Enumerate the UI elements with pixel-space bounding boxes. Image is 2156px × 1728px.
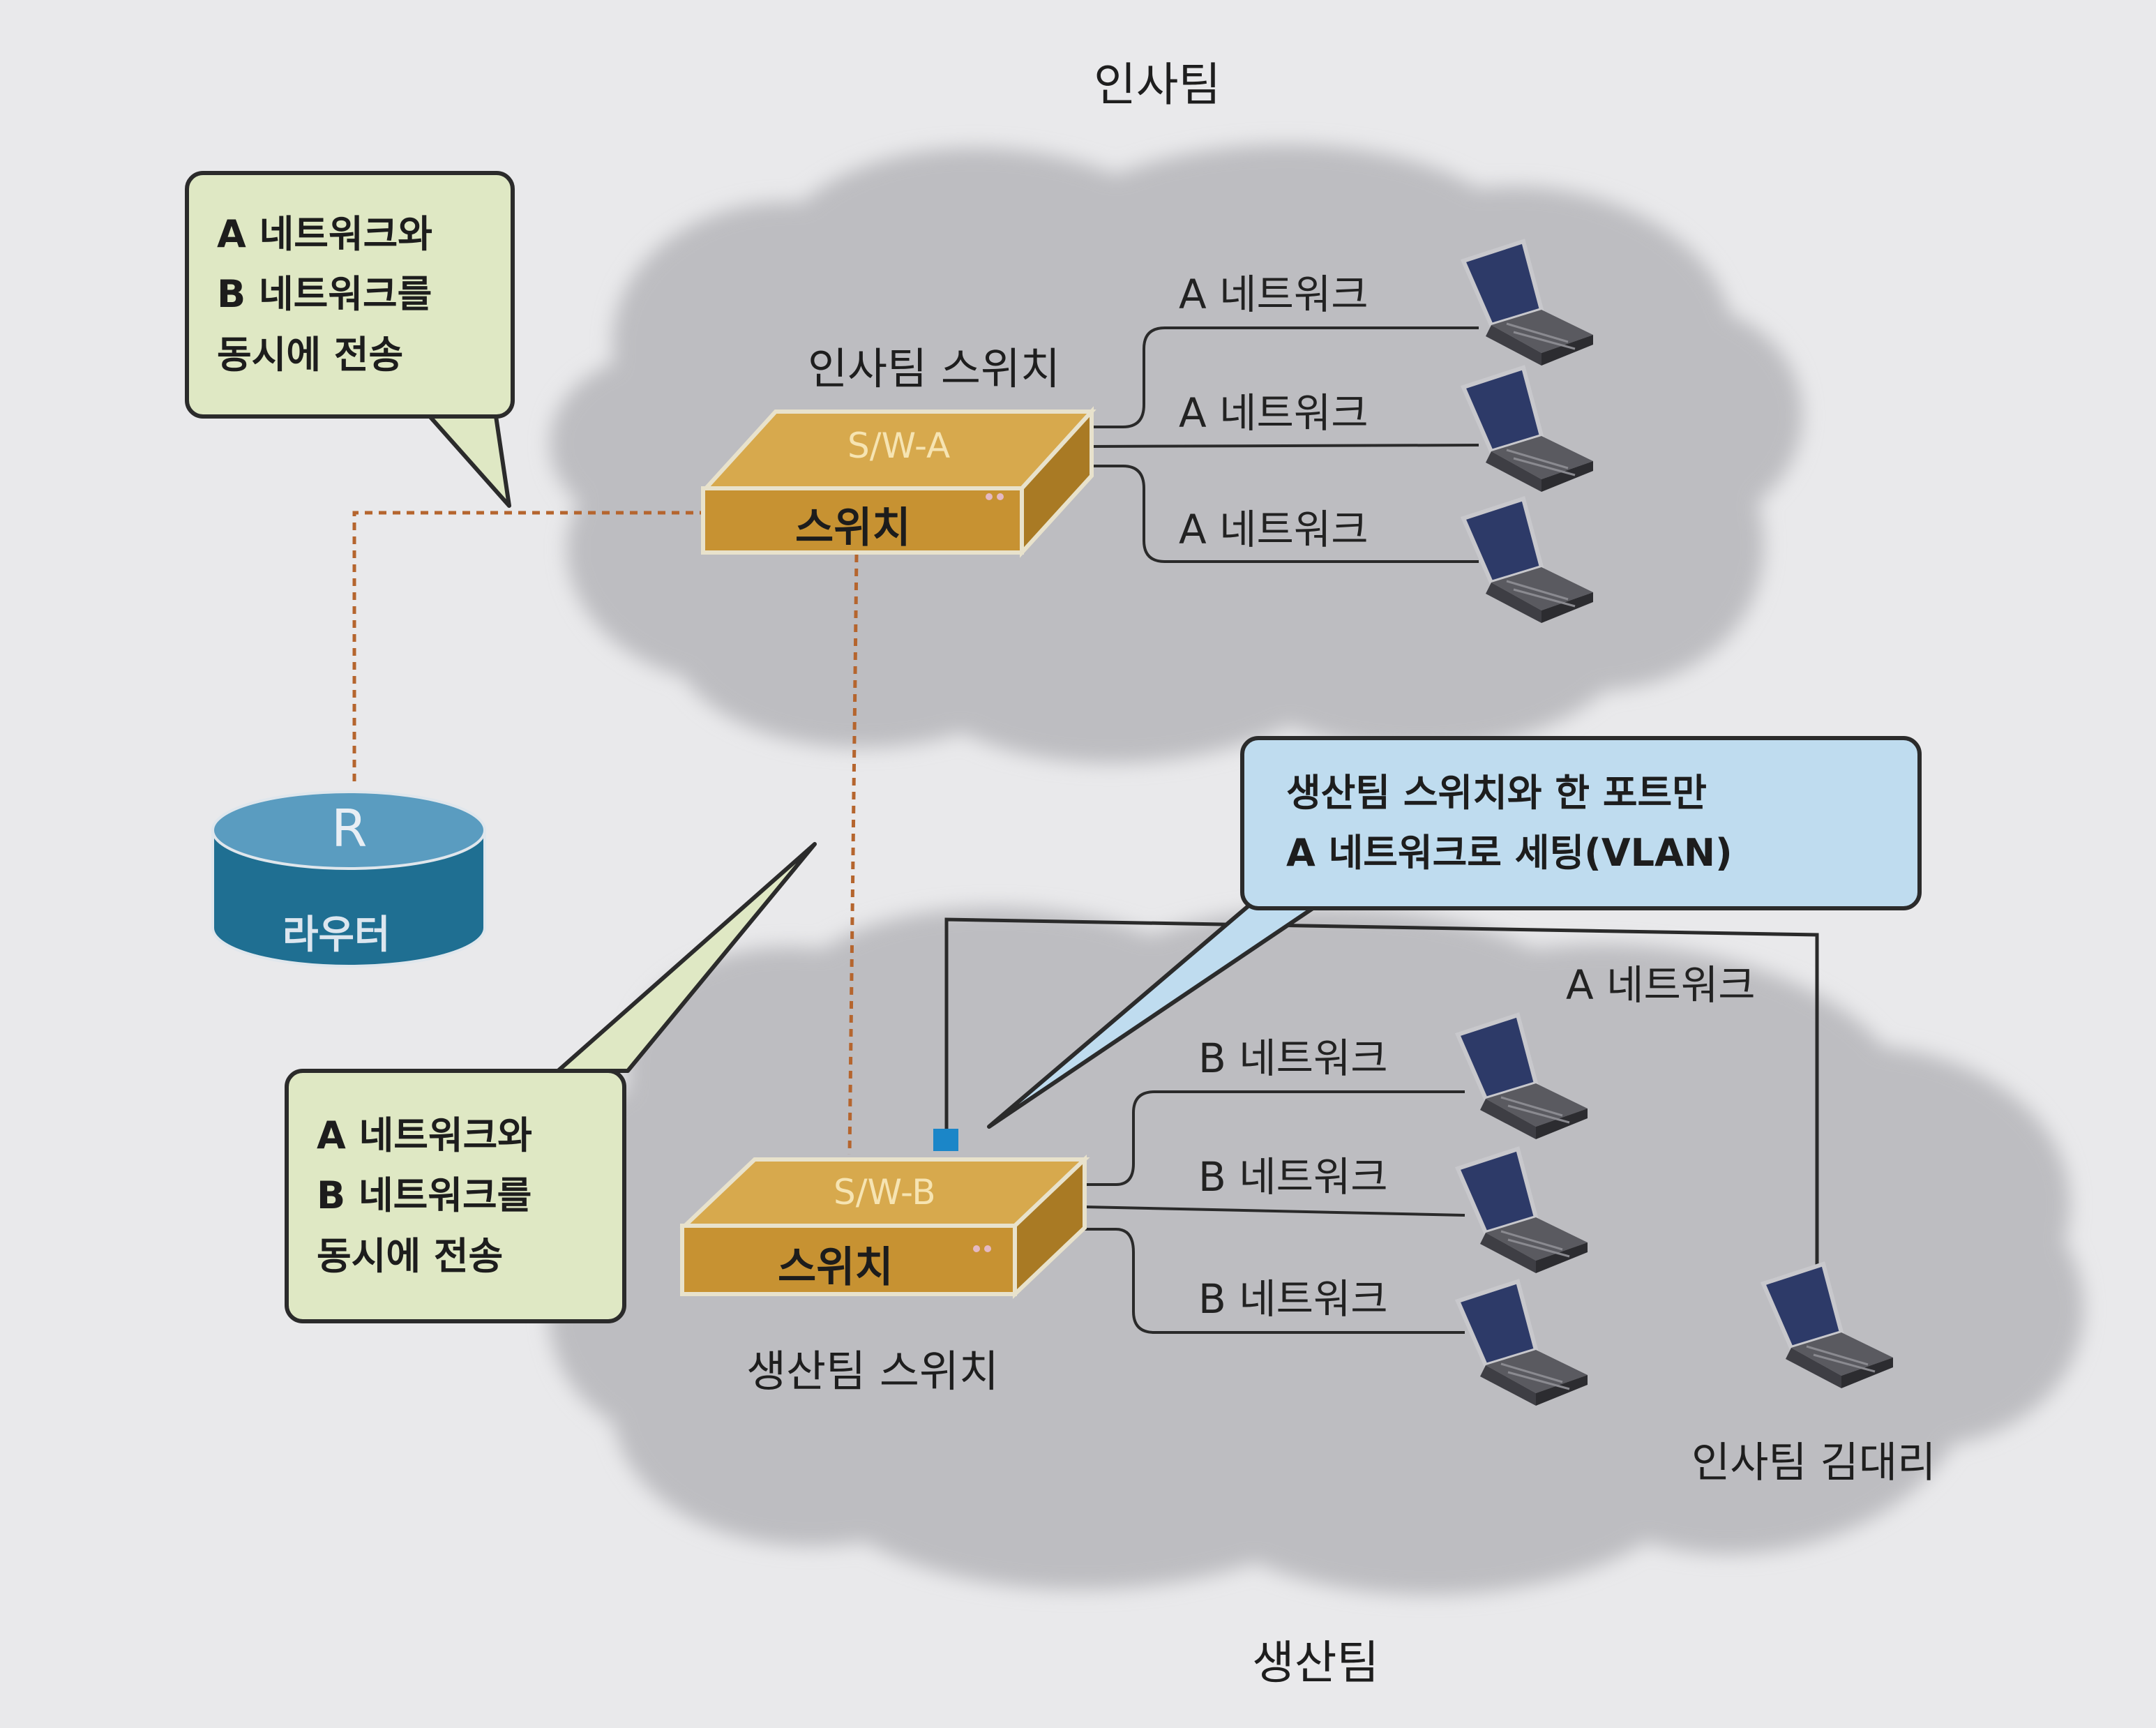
hr-network-label: A 네트워크 bbox=[1179, 271, 1369, 318]
router-label: 라우터 bbox=[282, 912, 391, 958]
production-network-label: B 네트워크 bbox=[1198, 1275, 1388, 1323]
production-network-label: B 네트워크 bbox=[1198, 1153, 1388, 1201]
trunk-links bbox=[352, 511, 859, 1155]
hr-network-label: A 네트워크 bbox=[1179, 506, 1369, 553]
callout-bottom-line: A 네트워크와 bbox=[317, 1113, 532, 1157]
production-team-cloud bbox=[548, 907, 2084, 1595]
switch-a bbox=[701, 406, 1096, 558]
callout-top: A 네트워크와 B 네트워크를 동시에 전송 bbox=[185, 171, 515, 419]
production-team-title: 생산팀 bbox=[1252, 1636, 1380, 1690]
production-network-links bbox=[1084, 1090, 1465, 1334]
callout-bottom: A 네트워크와 B 네트워크를 동시에 전송 bbox=[285, 1069, 626, 1323]
router-letter: R bbox=[331, 799, 368, 859]
callout-vlan-line: 생산팀 스위치와 한 포트만 bbox=[1286, 770, 1707, 815]
switch-b-label: 스위치 bbox=[778, 1243, 894, 1292]
production-network-label: B 네트워크 bbox=[1198, 1035, 1388, 1082]
vlan-a-network-link bbox=[944, 917, 1819, 1277]
hr-team-title: 인사팀 bbox=[1094, 58, 1221, 112]
vlan-port bbox=[933, 1129, 958, 1151]
callout-bottom-line: 동시에 전송 bbox=[317, 1233, 504, 1278]
hr-network-label: A 네트워크 bbox=[1179, 389, 1369, 437]
hr-switch-caption: 인사팀 스위치 bbox=[808, 343, 1060, 394]
remote-pc-label: 인사팀 김대리 bbox=[1691, 1438, 1936, 1487]
callout-top-line: 동시에 전송 bbox=[217, 332, 404, 377]
switch-b-name: S/W-B bbox=[834, 1172, 936, 1212]
vlan-link-label: A 네트워크 bbox=[1566, 961, 1756, 1009]
callout-top-line: B 네트워크를 bbox=[217, 272, 432, 317]
switch-b bbox=[679, 1155, 1090, 1299]
callout-vlan-line: A 네트워크로 세팅(VLAN) bbox=[1286, 831, 1733, 875]
callout-bottom-line: B 네트워크를 bbox=[317, 1173, 532, 1218]
switch-a-name: S/W-A bbox=[847, 426, 951, 466]
production-switch-caption: 생산팀 스위치 bbox=[746, 1346, 999, 1397]
callout-top-line: A 네트워크와 bbox=[217, 211, 432, 256]
router-device bbox=[211, 790, 486, 968]
callout-vlan: 생산팀 스위치와 한 포트만 A 네트워크로 세팅(VLAN) bbox=[1240, 736, 1922, 910]
callout-top-pointer bbox=[423, 410, 511, 508]
switch-a-label: 스위치 bbox=[795, 504, 911, 553]
hr-network-links bbox=[1087, 326, 1479, 563]
